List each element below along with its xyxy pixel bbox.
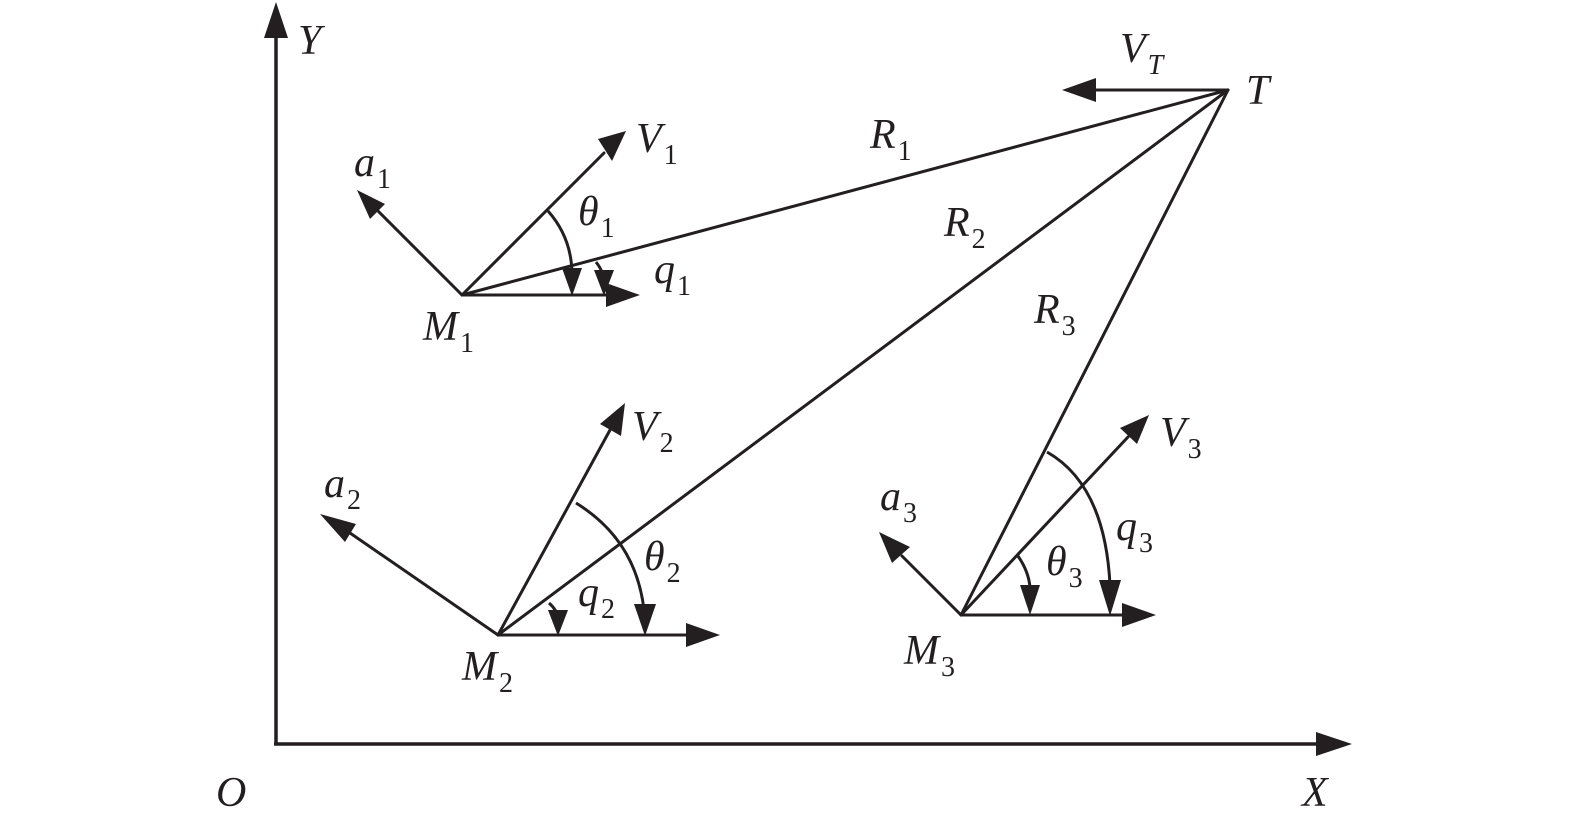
m3-velocity-shaft [959, 435, 1130, 617]
target-velocity-vector [1062, 78, 1230, 102]
m2-heading-main: θ [644, 534, 665, 580]
m3-los-sub: 3 [1139, 528, 1153, 559]
m2-velocity-arrowhead [600, 403, 625, 436]
m2-heading-angle-arrowhead [634, 604, 656, 636]
r1-main: R [869, 112, 896, 158]
m3-accel-shaft [900, 554, 963, 617]
range-label-r1: R1 [869, 112, 912, 167]
target-velocity-label: VT [1120, 26, 1166, 81]
r3-main: R [1033, 287, 1060, 333]
m2-accel-arrowhead [320, 514, 356, 542]
m1-heading-label: θ1 [578, 189, 615, 244]
target-velocity-arrowhead [1062, 78, 1096, 102]
m1-velocity-shaft [460, 151, 606, 297]
m3-accel-arrowhead [879, 532, 910, 563]
m3-accel-label: a3 [880, 474, 917, 529]
m1-los-angle-arrowhead [594, 270, 614, 296]
m3-velocity-main: V [1160, 410, 1190, 456]
m2-accel-main: a [324, 461, 345, 507]
m3-heading-sub: 3 [1069, 563, 1083, 594]
r1-sub: 1 [898, 136, 912, 167]
m3-heading-angle-arrowhead [1020, 585, 1040, 615]
target-velocity-main: V [1120, 26, 1150, 72]
missile-3-vectors [879, 415, 1156, 627]
m2-accel-sub: 2 [347, 485, 361, 516]
m3-accel-sub: 3 [903, 498, 917, 529]
target-velocity-sub: T [1148, 50, 1166, 81]
m1-accel-main: a [354, 140, 375, 186]
m3-los-angle-arrowhead [1099, 580, 1121, 616]
origin-label: O [216, 770, 246, 816]
target-label: T [1246, 68, 1272, 114]
m2-heading-label: θ2 [644, 534, 681, 589]
r2-main: R [943, 200, 970, 246]
m1-heading-angle-arrowhead [562, 268, 582, 296]
m2-los-angle-arrowhead [548, 610, 568, 636]
m1-velocity-main: V [636, 116, 666, 162]
r2-sub: 2 [972, 224, 986, 255]
m2-point-label: M2 [461, 644, 513, 699]
m1-point-label: M1 [422, 304, 474, 359]
m2-accel-shaft [348, 531, 500, 637]
m1-velocity-sub: 1 [664, 140, 678, 171]
m2-heading-sub: 2 [667, 558, 681, 589]
m1-heading-main: θ [578, 189, 599, 235]
m2-velocity-sub: 2 [660, 428, 674, 459]
m1-heading-sub: 1 [601, 213, 615, 244]
m3-heading-angle-arc [1016, 555, 1032, 589]
m1-point-sub: 1 [460, 328, 474, 359]
m2-accel-label: a2 [324, 461, 361, 516]
m1-accel-sub: 1 [377, 164, 391, 195]
m2-los-sub: 2 [601, 594, 615, 625]
m1-los-label: q1 [654, 247, 691, 302]
m3-reference-arrowhead [1122, 603, 1156, 627]
m1-point-main: M [422, 304, 460, 350]
labels: Y X O T VT R1 R2 R3 M1 V1 a1 θ1 q1 M2 V2… [216, 18, 1330, 816]
m3-velocity-arrowhead [1120, 415, 1149, 444]
m2-velocity-shaft [496, 428, 612, 637]
m2-los-label: q2 [578, 570, 615, 625]
m3-velocity-sub: 3 [1188, 434, 1202, 465]
x-axis-label: X [1300, 770, 1330, 816]
m3-point-main: M [903, 628, 941, 674]
m1-velocity-label: V1 [636, 116, 678, 171]
m1-los-main: q [654, 247, 675, 293]
range-line-r2 [496, 88, 1230, 637]
y-axis-arrowhead [264, 2, 288, 38]
m2-point-main: M [461, 644, 499, 690]
missile-2-vectors [320, 403, 720, 647]
m3-velocity-label: V3 [1160, 410, 1202, 465]
m2-point-sub: 2 [499, 668, 513, 699]
m2-velocity-label: V2 [632, 404, 674, 459]
m2-reference-arrowhead [686, 623, 720, 647]
m1-los-sub: 1 [677, 271, 691, 302]
m3-los-main: q [1116, 504, 1137, 550]
coordinate-axes [264, 2, 1352, 756]
m3-los-angle-arc [1046, 450, 1112, 586]
m1-reference-arrowhead [606, 283, 640, 307]
m1-accel-label: a1 [354, 140, 391, 195]
range-line-r1 [460, 88, 1230, 297]
y-axis-label: Y [298, 18, 326, 64]
m2-los-main: q [578, 570, 599, 616]
m1-accel-shaft [376, 209, 464, 297]
r3-sub: 3 [1062, 311, 1076, 342]
range-label-r2: R2 [943, 200, 986, 255]
missile-1-vectors [357, 131, 640, 307]
m3-point-sub: 3 [941, 652, 955, 683]
m3-heading-label: θ3 [1046, 539, 1083, 594]
m1-accel-arrowhead [357, 190, 385, 219]
m3-los-label: q3 [1116, 504, 1153, 559]
m3-heading-main: θ [1046, 539, 1067, 585]
m3-point-label: M3 [903, 628, 955, 683]
range-lines [460, 88, 1230, 637]
x-axis-arrowhead [1316, 732, 1352, 756]
range-line-r3 [959, 88, 1230, 617]
m1-velocity-arrowhead [598, 131, 626, 161]
range-label-r3: R3 [1033, 287, 1076, 342]
m2-heading-angle-arc [575, 501, 646, 611]
m2-velocity-main: V [632, 404, 662, 450]
m3-accel-main: a [880, 474, 901, 520]
